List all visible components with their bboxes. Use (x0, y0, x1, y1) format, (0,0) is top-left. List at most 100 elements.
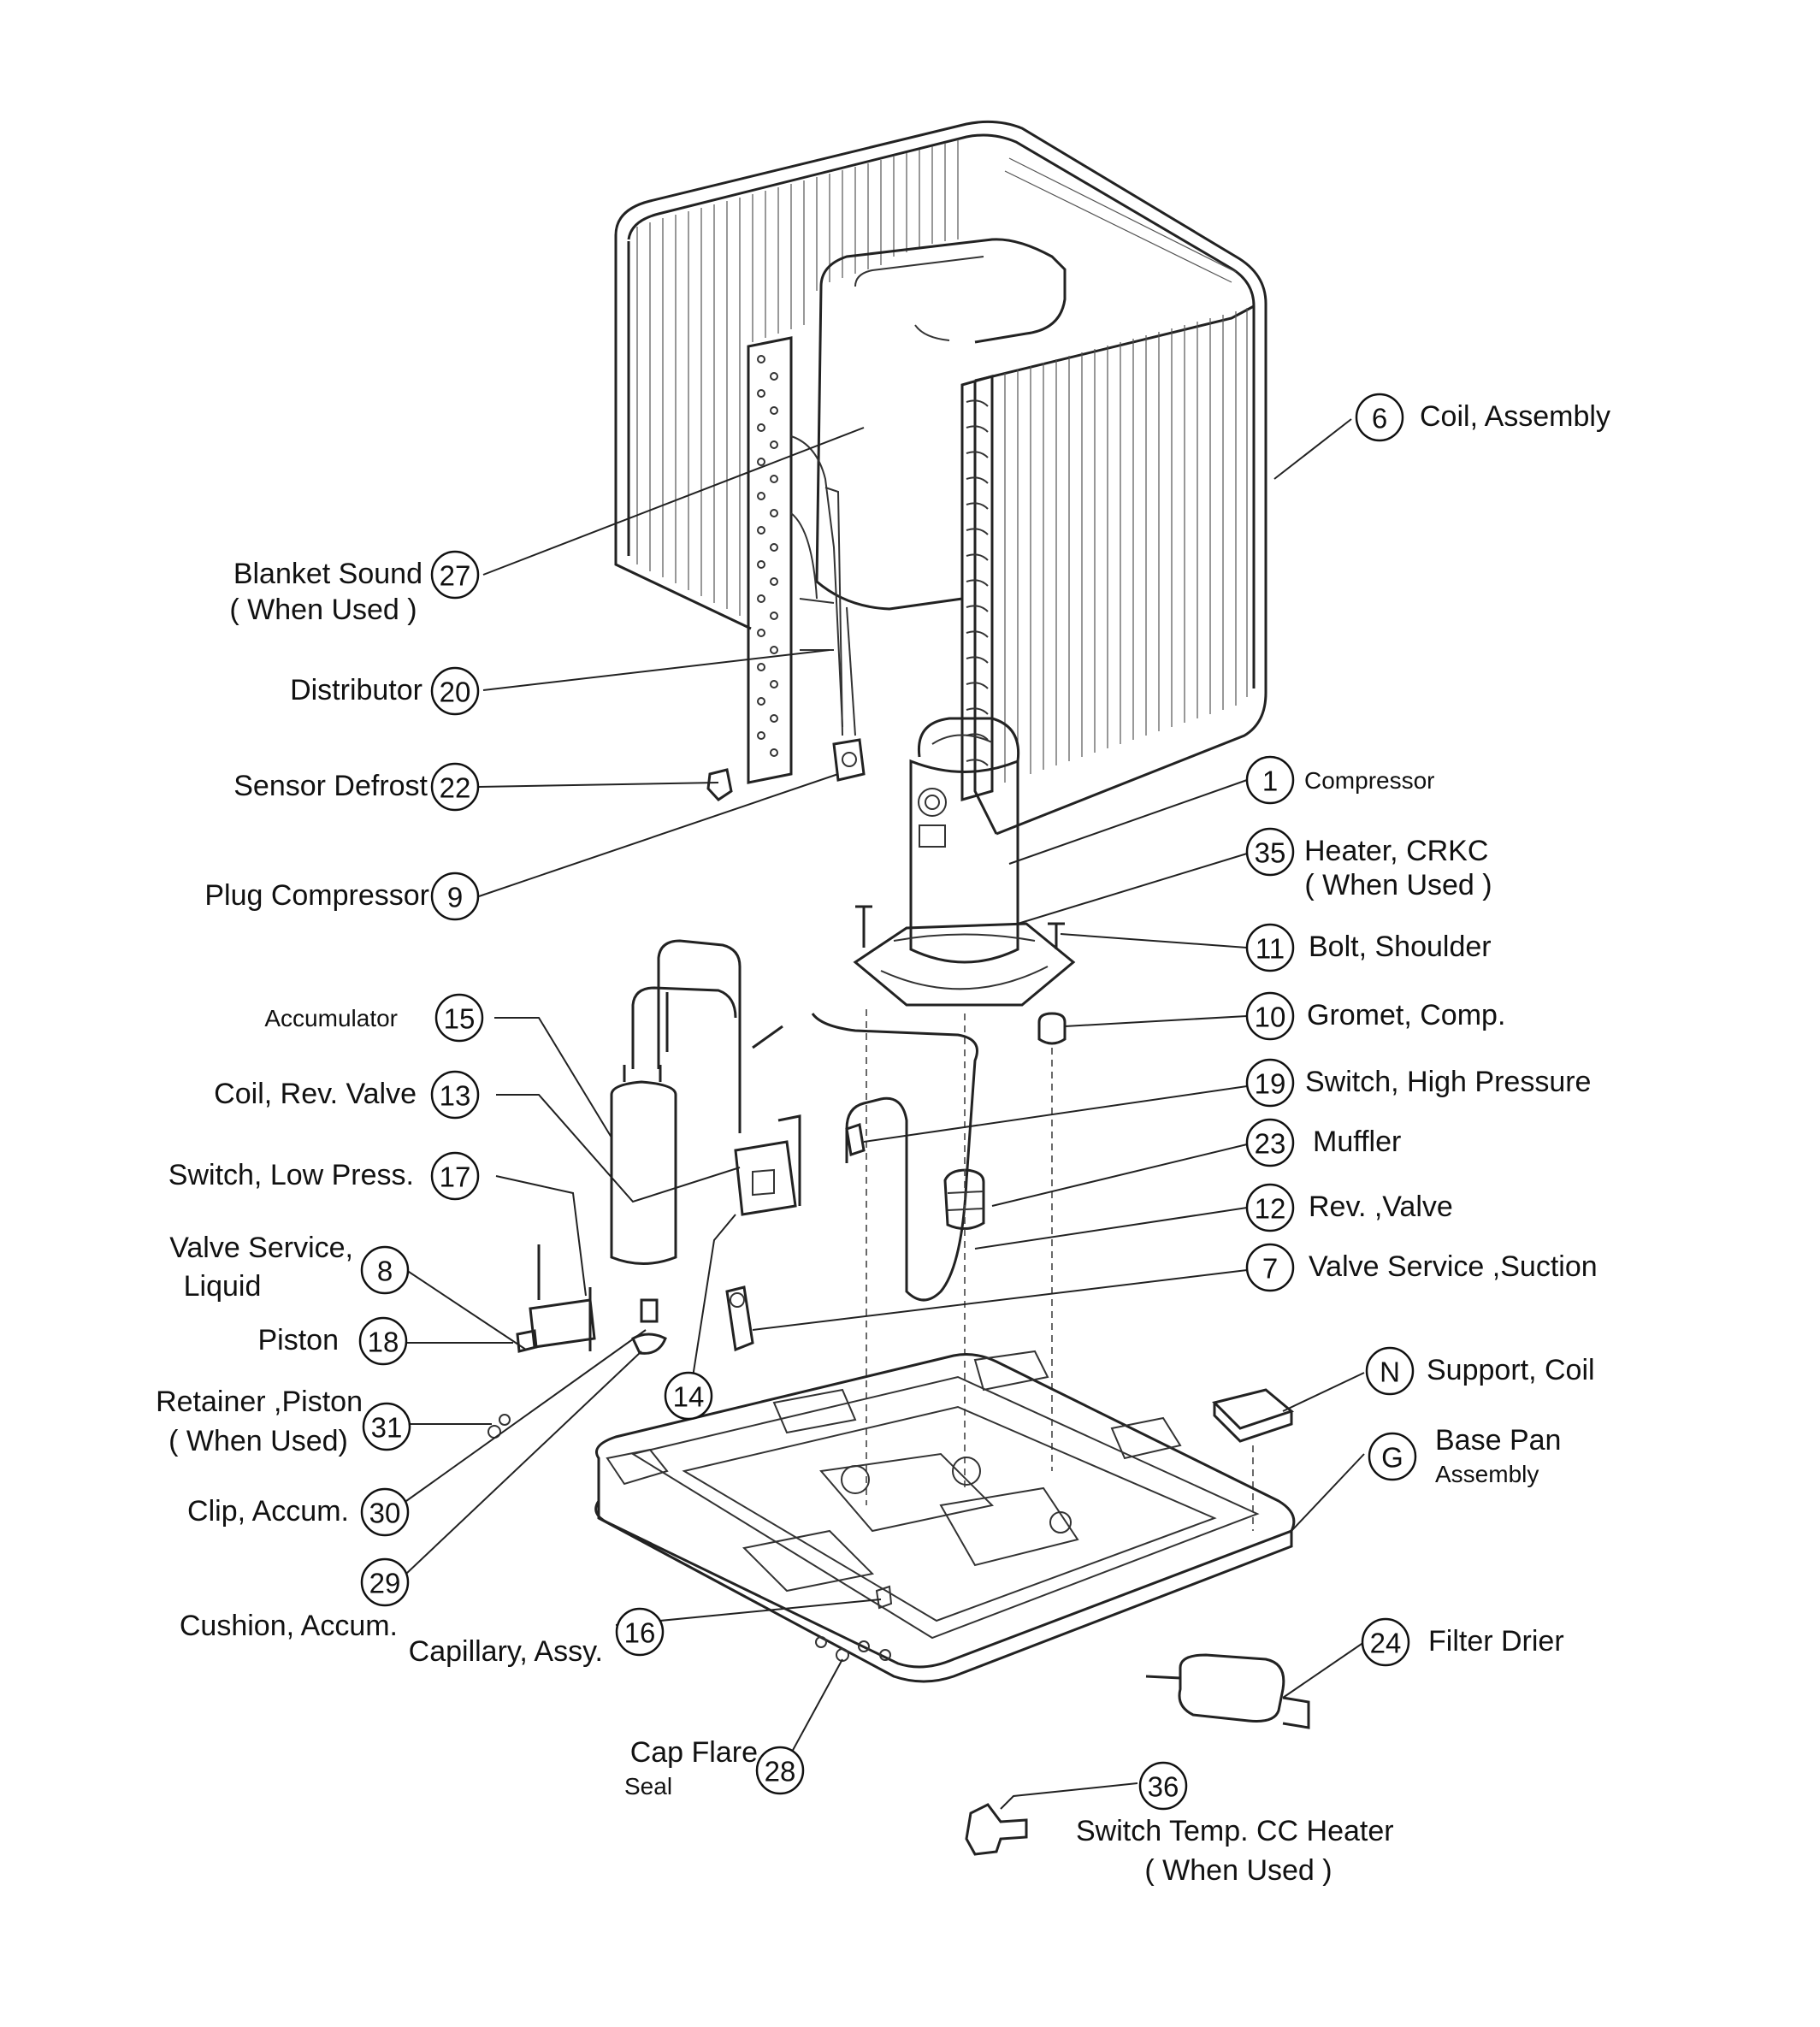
callout-number: 19 (1255, 1068, 1286, 1100)
callout-sublabel: Assembly (1435, 1461, 1539, 1487)
callout-label: Gromet, Comp. (1307, 999, 1505, 1031)
callout-sublabel: ( When Used) (168, 1425, 348, 1457)
callout-circle (1245, 1243, 1295, 1292)
callout-sublabel: Seal (624, 1773, 672, 1799)
callout-circle (1245, 923, 1295, 972)
callout-label: Cushion, Accum. (180, 1610, 398, 1642)
callout-label: Valve Service, (169, 1232, 353, 1264)
callout-23: 23 Muffler (1245, 1118, 1401, 1167)
callout-number: 35 (1255, 837, 1286, 869)
callout-circle (1361, 1617, 1410, 1667)
base-pan-drawing (594, 1350, 1296, 1683)
callout-number: 20 (440, 677, 471, 708)
callout-35: 35 Heater, CRKC( When Used ) (1245, 827, 1492, 901)
callout-label: Heater, CRKC (1304, 835, 1488, 867)
callout-circle (1245, 755, 1295, 805)
callout-circle (360, 1245, 410, 1295)
callout-label: Switch Temp. CC Heater (1076, 1815, 1394, 1847)
callout-circle (358, 1316, 408, 1366)
callout-number: 11 (1256, 933, 1285, 965)
callout-15: 15 Accumulator (264, 993, 484, 1043)
callout-label: Compressor (1304, 767, 1434, 794)
callout-number: 13 (440, 1080, 471, 1112)
callout-label: Cap Flare (630, 1736, 758, 1769)
switch-temp-drawing (965, 1803, 1028, 1856)
callout-sublabel: ( When Used ) (1144, 1854, 1332, 1887)
callout-label: Accumulator (264, 1005, 398, 1031)
filter-drier-drawing (1145, 1653, 1310, 1729)
callout-circle (1245, 1183, 1295, 1232)
callout-label: Muffler (1313, 1126, 1401, 1158)
callout-circle (430, 1070, 480, 1120)
callout-circle (360, 1557, 410, 1607)
callout-11: 11 Bolt, Shoulder (1245, 923, 1492, 972)
callout-circle (434, 993, 484, 1043)
callout-circle (1245, 991, 1295, 1041)
callout-circle (430, 762, 480, 812)
callout-number: 16 (624, 1617, 656, 1649)
callout-number: 14 (673, 1381, 705, 1413)
callout-circle (430, 872, 480, 921)
callout-number: 6 (1372, 403, 1387, 434)
callout-circle (1138, 1761, 1188, 1811)
callout-label: Bolt, Shoulder (1309, 931, 1492, 963)
callout-label: Coil, Assembly (1420, 400, 1610, 433)
callout-number: 36 (1148, 1771, 1179, 1803)
callout-14: 14 (664, 1371, 713, 1421)
coil-assembly-drawing (614, 120, 1268, 836)
callout-number: 15 (444, 1003, 476, 1035)
callout-label: Retainer ,Piston (156, 1386, 363, 1418)
callout-number: 23 (1255, 1128, 1286, 1160)
callout-circle (430, 550, 480, 600)
callout-label: Clip, Accum. (187, 1495, 349, 1528)
callout-label: Switch, Low Press. (168, 1159, 414, 1191)
callout-number: 31 (371, 1412, 403, 1444)
callout-label: Filter Drier (1428, 1625, 1564, 1658)
callout-circle (615, 1607, 665, 1657)
callout-13: 13 Coil, Rev. Valve (214, 1070, 480, 1120)
callout-label: Distributor (290, 674, 422, 706)
callout-sublabel: ( When Used ) (229, 594, 417, 626)
leader-lines (405, 418, 1365, 1810)
callout-circle (1245, 827, 1295, 877)
callout-number: 28 (765, 1756, 796, 1788)
callout-number: 17 (440, 1161, 471, 1193)
callout-label: Base Pan (1435, 1424, 1561, 1457)
callout-circle (1355, 393, 1404, 442)
callout-circle (664, 1371, 713, 1421)
callout-sublabel: ( When Used ) (1304, 869, 1492, 901)
callout-number: 29 (369, 1568, 401, 1599)
callout-sublabel: Liquid (184, 1270, 262, 1303)
callout-circle (1365, 1346, 1415, 1396)
callout-label: Blanket Sound (233, 558, 422, 590)
callout-number: 22 (440, 772, 471, 804)
callout-label: Capillary, Assy. (409, 1635, 603, 1668)
compressor-drawing (706, 717, 1076, 1045)
callout-6: 6 Coil, Assembly (1355, 393, 1610, 442)
callout-label: Support, Coil (1427, 1354, 1595, 1386)
callout-label: Sensor Defrost (233, 770, 428, 802)
callout-label: Coil, Rev. Valve (214, 1078, 417, 1110)
callout-circle (430, 666, 480, 716)
callout-17: 17 Switch, Low Press. (168, 1151, 480, 1201)
callout-circle (360, 1487, 410, 1537)
callout-label: Plug Compressor (204, 879, 429, 912)
